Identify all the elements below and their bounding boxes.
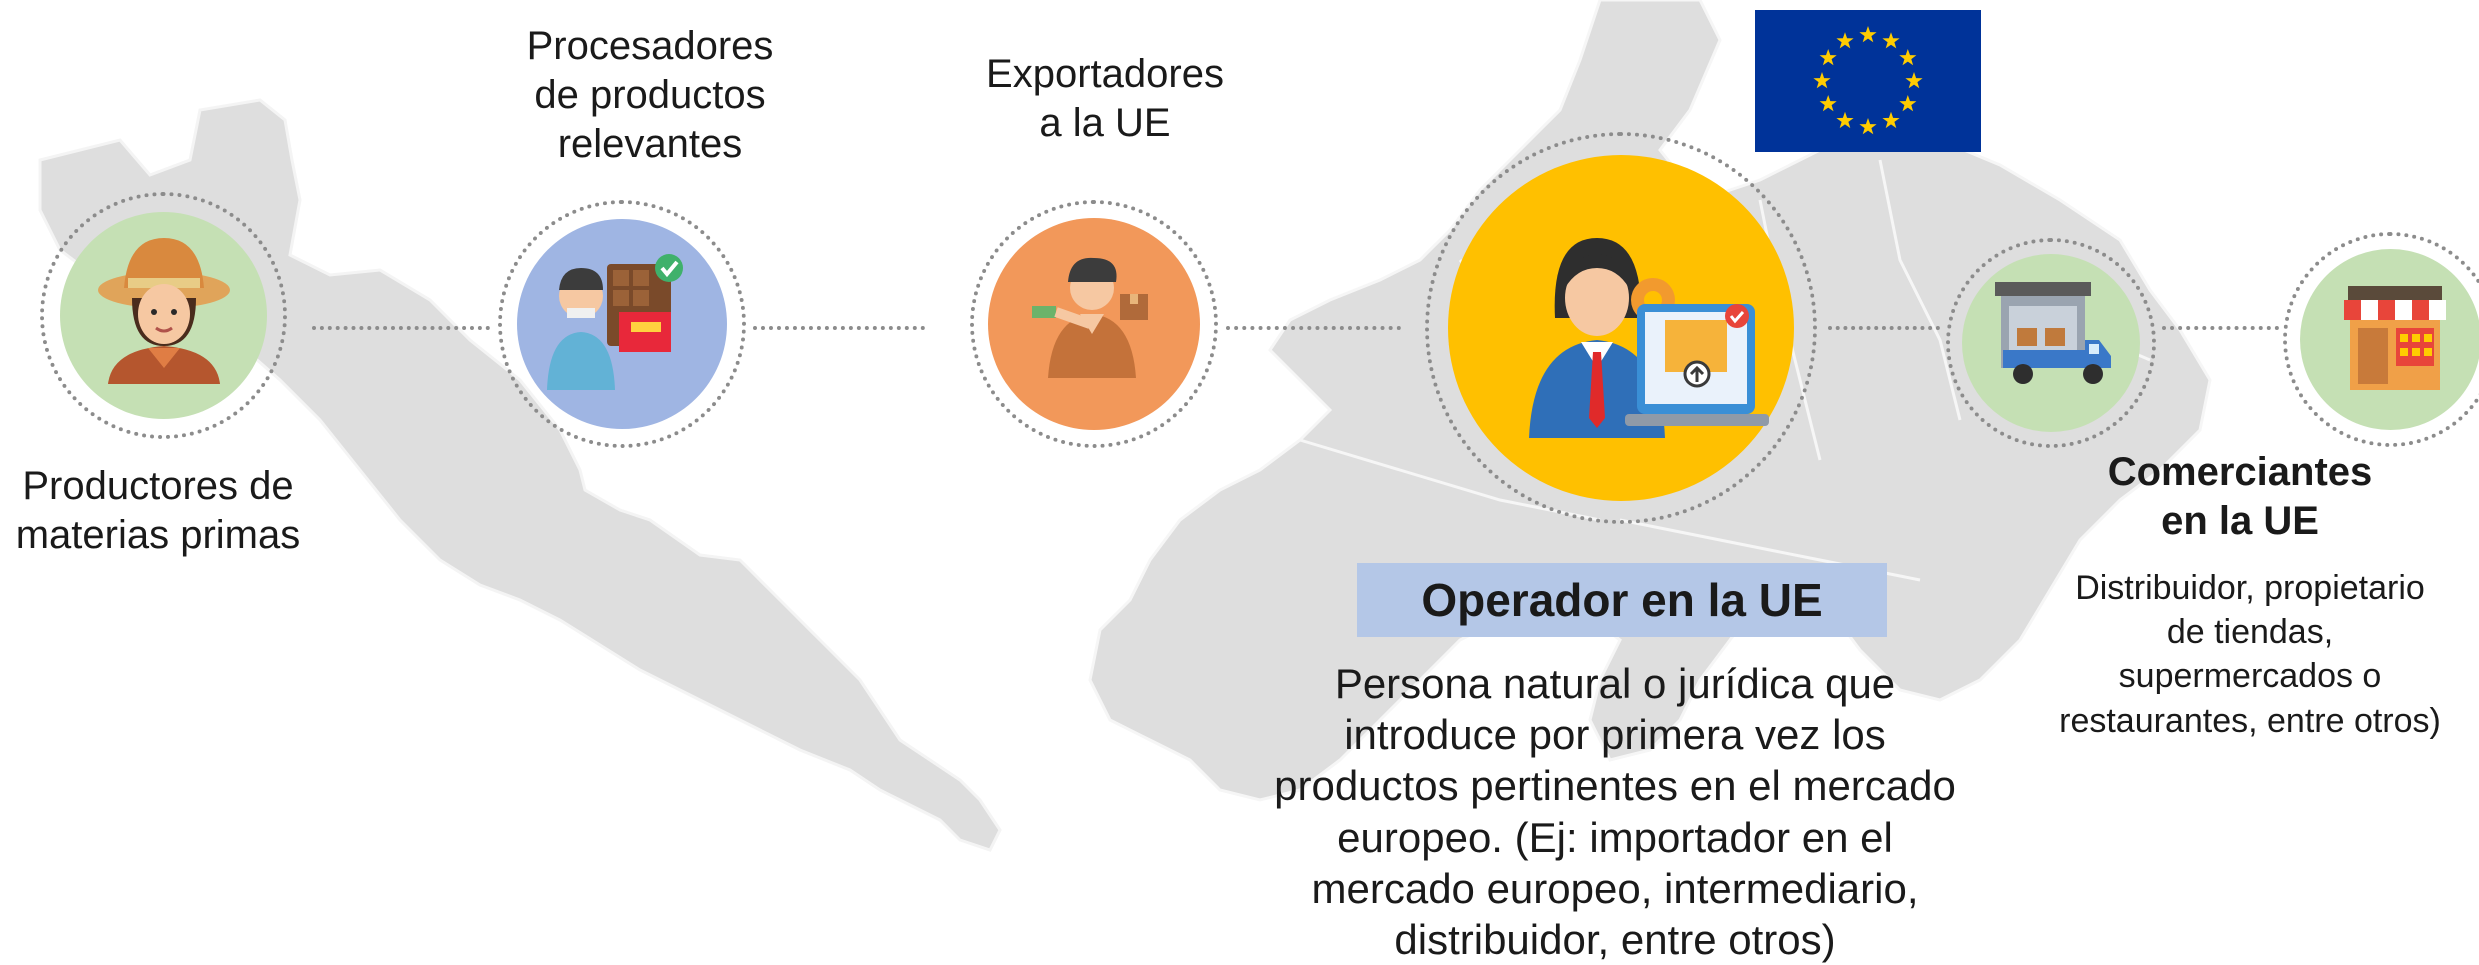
- producers-node-ring: [40, 192, 287, 439]
- eu-star: [1905, 72, 1923, 89]
- processors-label-line-2: de productos: [534, 72, 766, 117]
- store-icon: [2344, 286, 2446, 390]
- operator-desc-line-3: productos pertinentes en el mercado: [1274, 762, 1956, 810]
- exporter-man-icon: [1032, 257, 1148, 378]
- operator-desc-line-6: distribuidor, entre otros): [1394, 916, 1836, 964]
- eu-flag-icon: [1755, 10, 1981, 152]
- eu-star: [1899, 95, 1917, 112]
- traders-label: Comerciantes en la UE: [2050, 448, 2430, 546]
- processors-node-ring: [498, 200, 746, 448]
- eu-star: [1882, 32, 1900, 49]
- eu-star: [1819, 49, 1837, 66]
- traders-desc-line-2: de tiendas,: [2166, 613, 2334, 652]
- eu-star: [1882, 111, 1900, 129]
- producers-label-line-2: materias primas: [15, 512, 301, 557]
- processors-label-line-1: Procesadores: [526, 24, 774, 68]
- processors-label-line-3: relevantes: [557, 121, 743, 166]
- traders-desc-line-1: Distribuidor, propietario: [2075, 569, 2425, 607]
- operator-node-ring: [1425, 132, 1817, 524]
- eu-star: [1819, 95, 1837, 112]
- processor-worker-icon: [547, 254, 683, 390]
- traders-desc-line-3: supermercados o: [2118, 657, 2382, 696]
- exporters-label: Exportadores a la UE: [950, 50, 1260, 148]
- operator-title: Operador en la UE: [1357, 563, 1887, 637]
- producers-label: Productores de materias primas: [0, 462, 316, 560]
- producers-label-line-1: Productores de: [22, 464, 294, 508]
- operator-desc-line-4: europeo. (Ej: importador en el: [1337, 813, 1893, 861]
- traders-description: Distribuidor, propietario de tiendas, su…: [2024, 566, 2476, 743]
- operator-desc-line-2: introduce por primera vez los: [1344, 711, 1886, 759]
- connector-exporters-operator: [1226, 326, 1401, 330]
- operator-desc-line-1: Persona natural o jurídica que: [1334, 660, 1896, 707]
- eu-star: [1859, 26, 1877, 43]
- connector-producers-processors: [312, 326, 490, 330]
- operator-desc-line-5: mercado europeo, intermediario,: [1311, 864, 1919, 912]
- exporters-label-line-1: Exportadores: [986, 52, 1224, 96]
- exporters-label-line-2: a la UE: [1039, 100, 1171, 145]
- eu-star: [1899, 49, 1917, 66]
- connector-transport-traders: [2162, 326, 2279, 330]
- delivery-truck-icon: [1995, 282, 2111, 384]
- traders-desc-line-4: restaurantes, entre otros): [2059, 701, 2441, 740]
- eu-star: [1836, 111, 1854, 129]
- eu-star: [1836, 32, 1854, 49]
- farmer-woman-icon: [98, 238, 230, 384]
- eu-star: [1813, 72, 1831, 89]
- operator-description: Persona natural o jurídica que introduce…: [1230, 658, 2000, 965]
- operator-businesswoman-icon: [1529, 238, 1769, 438]
- processors-label: Procesadores de productos relevantes: [500, 22, 800, 168]
- traders-label-line-1: Comerciantes: [2107, 450, 2373, 494]
- eu-star: [1859, 118, 1877, 135]
- traders-label-line-2: en la UE: [2161, 498, 2319, 543]
- exporters-node-ring: [970, 200, 1218, 448]
- transport-node-ring: [1946, 238, 2156, 448]
- traders-node-ring: [2283, 232, 2479, 447]
- connector-processors-exporters: [753, 326, 925, 330]
- connector-operator-transport: [1828, 326, 1940, 330]
